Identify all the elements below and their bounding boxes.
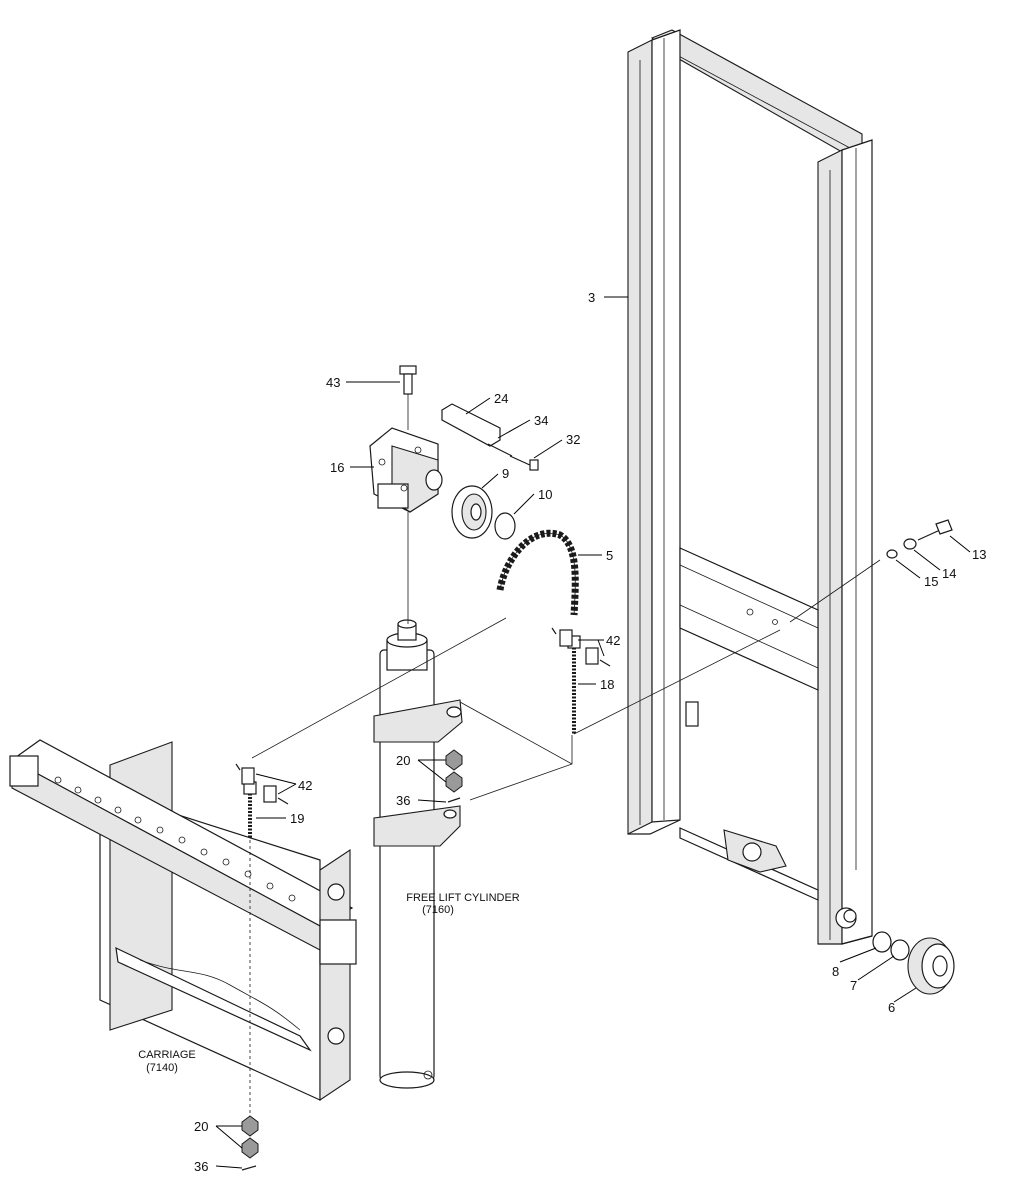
callout-labels: 3 43 24 34 32 16 9 10 5 13 14 15 42 18 4… (194, 290, 986, 1174)
callout-6: 6 (888, 1000, 895, 1015)
roller-shaft (835, 907, 857, 929)
leader-lines (215, 296, 971, 1169)
callout-13: 13 (972, 547, 986, 562)
shim-part-8 (872, 931, 892, 953)
callout-32: 32 (566, 432, 580, 447)
cotter-part-36-lower (241, 1165, 257, 1171)
nuts-part-20-lower (241, 1115, 259, 1159)
callout-14: 14 (942, 566, 956, 581)
callout-10: 10 (538, 487, 552, 502)
bolt-part-32 (509, 455, 539, 471)
callout-42-lower: 42 (298, 778, 312, 793)
cotter-part-36-upper (447, 797, 461, 803)
callout-19: 19 (290, 811, 304, 826)
callout-36-upper: 36 (396, 793, 410, 808)
callout-20-lower: 20 (194, 1119, 208, 1134)
callout-43: 43 (326, 375, 340, 390)
sheave-part-9 (451, 485, 493, 539)
callout-24: 24 (494, 391, 508, 406)
carriage-label: CARRIAGE (138, 1049, 195, 1061)
assembly-lines (249, 394, 881, 1116)
callout-5: 5 (606, 548, 613, 563)
callout-20-upper: 20 (396, 753, 410, 768)
shim-part-7 (890, 939, 910, 961)
bolt-part-13 (917, 519, 953, 541)
callout-34: 34 (534, 413, 548, 428)
cotter-pins-part-42-lower (235, 763, 289, 805)
free-lift-cylinder-ref: (7160) (422, 904, 454, 916)
callout-36-lower: 36 (194, 1159, 208, 1174)
bracket-part-24 (441, 403, 501, 447)
carriage-bar-holes (54, 776, 296, 902)
callout-16: 16 (330, 460, 344, 475)
callout-7: 7 (850, 978, 857, 993)
callout-18: 18 (600, 677, 614, 692)
cotter-pins-part-42-upper (551, 627, 611, 667)
chain-part-5 (496, 529, 579, 616)
callout-42-upper: 42 (606, 633, 620, 648)
carriage-ref: (7140) (146, 1062, 178, 1074)
callout-8: 8 (832, 964, 839, 979)
ring-part-10 (494, 512, 516, 540)
washer-part-15 (886, 549, 898, 559)
callout-9: 9 (502, 466, 509, 481)
nuts-part-20-upper (445, 749, 463, 793)
assembly-captions: FREE LIFT CYLINDER (7160) CARRIAGE (7140… (138, 892, 520, 1074)
free-lift-cylinder-label: FREE LIFT CYLINDER (406, 892, 520, 904)
washer-part-14 (903, 538, 917, 550)
carriage (9, 739, 357, 1102)
bolt-part-43 (399, 365, 417, 395)
mast-frame (627, 29, 873, 945)
free-lift-cylinder (373, 619, 463, 1089)
callout-3: 3 (588, 290, 595, 305)
callout-15: 15 (924, 574, 938, 589)
roller-bearing-part-6 (907, 937, 955, 995)
pin-part-34 (487, 443, 513, 457)
sheave-bracket (369, 427, 443, 513)
